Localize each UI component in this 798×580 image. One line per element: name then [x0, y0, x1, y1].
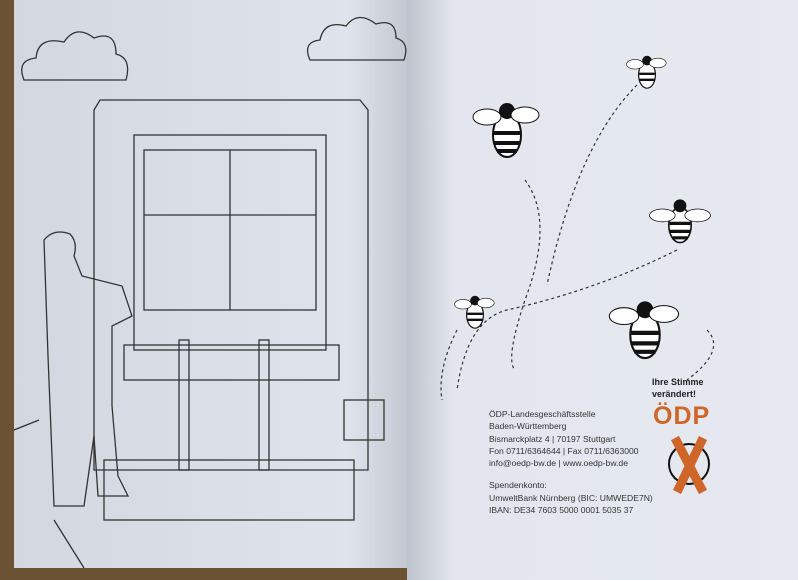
right-page	[407, 0, 798, 580]
bee-icon	[472, 103, 540, 158]
address-line: Baden-Württemberg	[489, 421, 567, 432]
oedp-logo: ÖDP	[653, 402, 711, 430]
bee-icon	[626, 55, 667, 89]
donation-line: Spendenkonto:	[489, 480, 547, 491]
bee-icon	[649, 199, 711, 244]
ballot-x-icon	[668, 435, 710, 495]
address-line: Bismarckplatz 4 | 70197 Stuttgart	[489, 433, 616, 444]
address-line: Fon 0711/6364644 | Fax 0711/6363000	[489, 445, 639, 456]
slogan-line: verändert!	[652, 389, 697, 399]
garbage-truck-drawing	[14, 16, 407, 568]
cloud-left	[21, 31, 129, 81]
contact-block: ÖDP-Landesgeschäftsstelle Baden-Württemb…	[489, 408, 653, 516]
truck-body	[93, 99, 369, 471]
donation-line: IBAN: DE34 7603 5000 0001 5035 37	[489, 505, 634, 516]
left-page-coloring	[14, 0, 407, 568]
slogan: Ihre Stimme verändert!	[652, 376, 704, 400]
worker	[43, 231, 133, 507]
slogan-line: Ihre Stimme	[652, 377, 704, 387]
address-line: info@oedp-bw.de | www.oedp-bw.de	[489, 458, 628, 469]
donation-line: UmweltBank Nürnberg (BIC: UMWEDE7N)	[489, 492, 653, 503]
bee-icon	[608, 301, 680, 360]
cloud-right	[306, 16, 407, 61]
bee-icon	[454, 295, 495, 329]
bees-drawing	[440, 55, 715, 495]
address-line: ÖDP-Landesgeschäftsstelle	[489, 409, 596, 419]
